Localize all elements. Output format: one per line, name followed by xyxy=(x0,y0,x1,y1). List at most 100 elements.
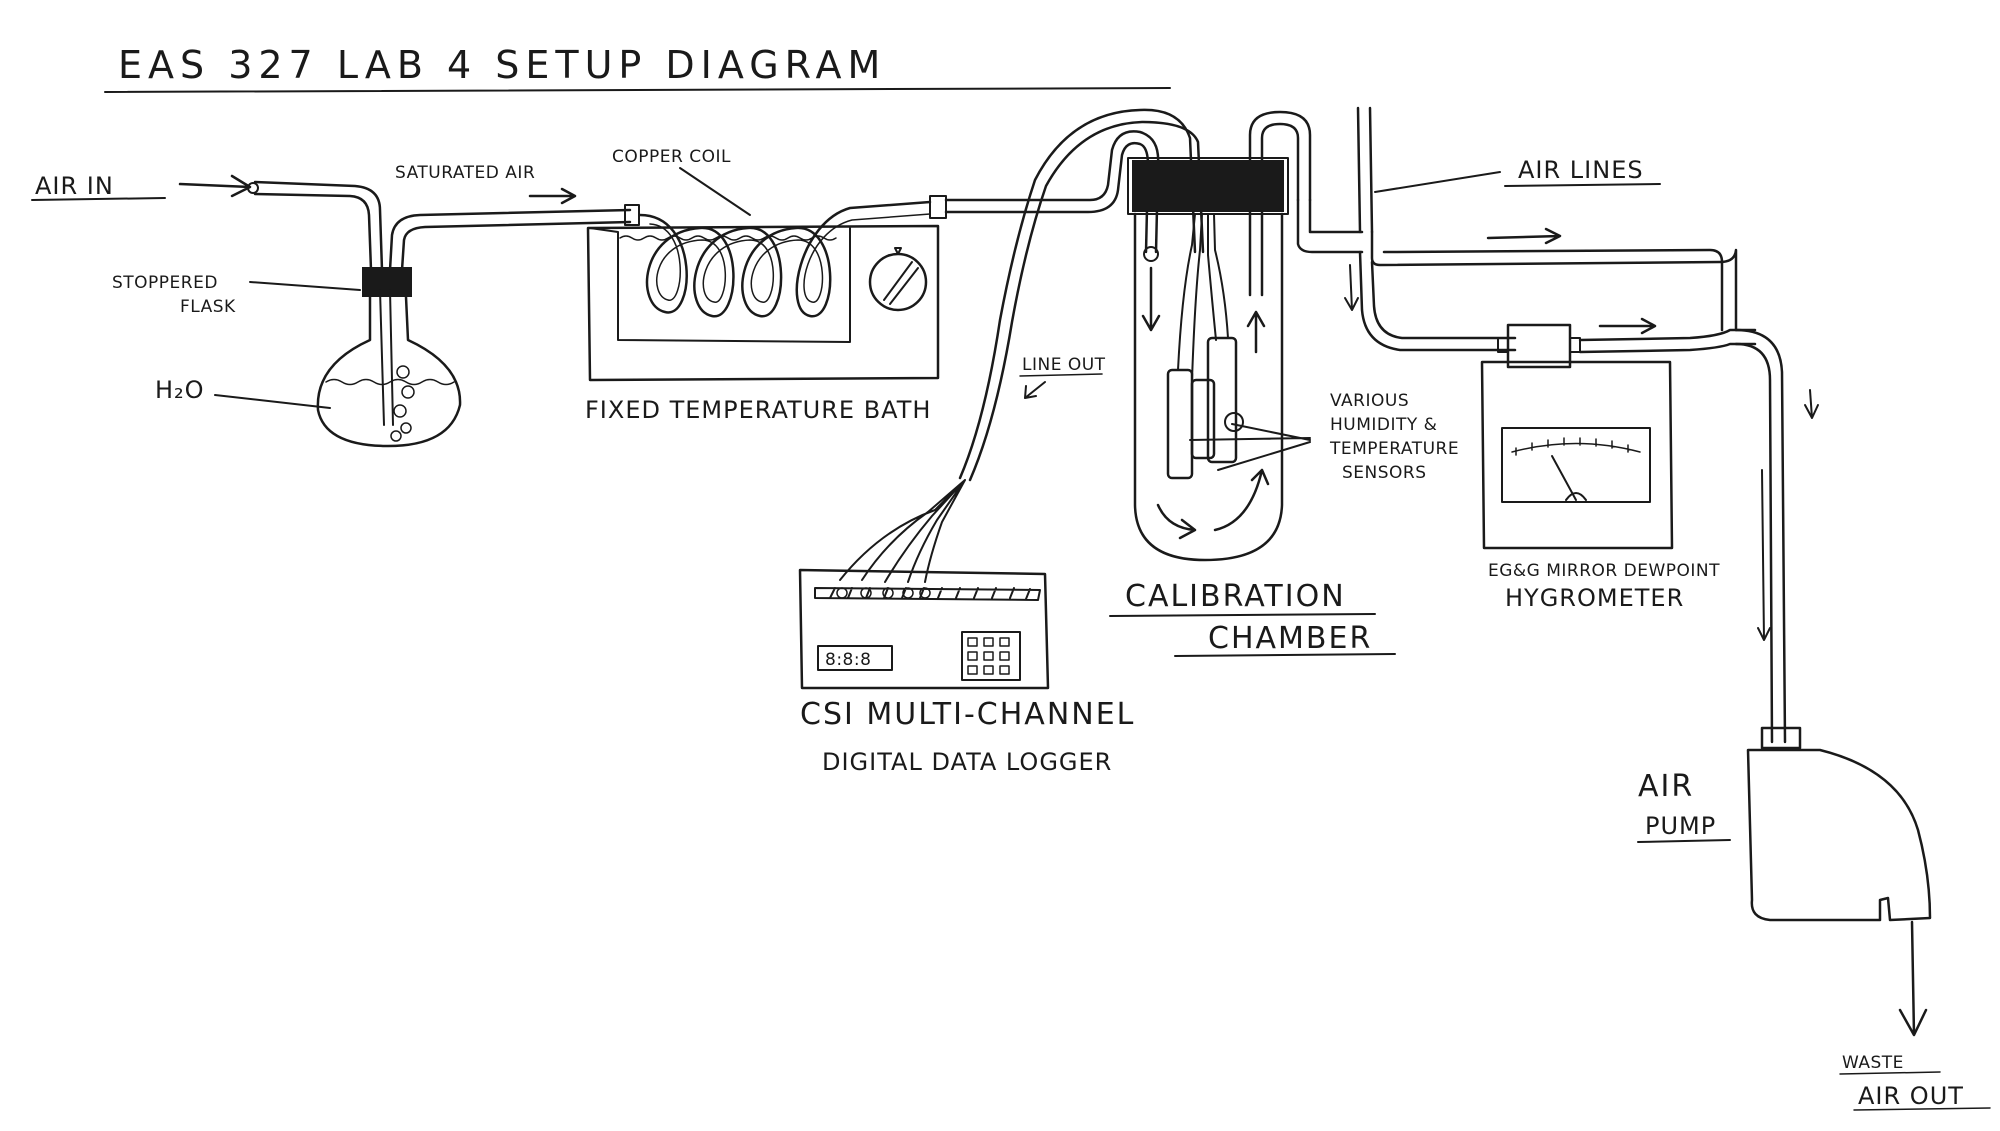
diagram-title: EAS 327 LAB 4 SETUP DIAGRAM xyxy=(118,43,886,87)
tube-down-to-hygrometer xyxy=(1358,250,1517,352)
label-stoppered-1: STOPPERED xyxy=(112,273,218,293)
label-air-pump-2: PUMP xyxy=(1645,812,1716,840)
label-waste-air-out-2: AIR OUT xyxy=(1858,1082,1964,1110)
logger-display xyxy=(817,645,893,671)
label-hygrometer-1: EG&G MIRROR DEWPOINT xyxy=(1488,561,1720,581)
downflow-arrow-1 xyxy=(1804,389,1819,419)
label-stoppered-2: FLASK xyxy=(180,297,236,317)
down-flow-arrow xyxy=(1344,264,1359,311)
hygrometer-fitting xyxy=(1506,323,1572,369)
hygrometer-meter-face xyxy=(1501,427,1651,503)
copper-coil-pointer xyxy=(679,167,751,216)
meter-pivot xyxy=(1565,492,1587,501)
flask-inlet-tube xyxy=(253,180,384,272)
sensor-leads xyxy=(1177,213,1229,381)
air-lines-underline xyxy=(1504,183,1661,187)
dial-indicator xyxy=(883,261,919,305)
copper-coil xyxy=(638,200,932,318)
saturated-air-arrow xyxy=(528,187,577,205)
chamber-outlet-tube xyxy=(1248,110,1312,297)
air-lines-flow-arrow xyxy=(1486,227,1562,245)
chamber-inlet-opening xyxy=(1143,246,1159,262)
air-lines-pointer xyxy=(1374,171,1501,193)
chamber-underline xyxy=(1174,653,1396,657)
keypad-key-9 xyxy=(999,665,1010,675)
bubble-3 xyxy=(393,404,407,418)
sensor-cable-arch xyxy=(958,108,1205,482)
label-calibration-chamber-1: CALIBRATION xyxy=(1125,579,1346,614)
stoppered-pointer xyxy=(249,281,361,291)
line-out-arrow xyxy=(1024,381,1046,399)
label-saturated-air: SATURATED AIR xyxy=(395,163,535,183)
logger-terminal-5 xyxy=(919,587,931,599)
label-fixed-temperature-bath: FIXED TEMPERATURE BATH xyxy=(585,396,931,424)
pump-body xyxy=(1746,748,1932,922)
bubble-5 xyxy=(390,430,402,442)
keypad-key-8 xyxy=(983,665,994,675)
sensor-probe-small xyxy=(1224,412,1244,432)
label-air-lines: AIR LINES xyxy=(1518,156,1644,184)
h2o-pointer xyxy=(214,394,331,409)
bubble-2 xyxy=(401,385,415,399)
label-data-logger-1: CSI MULTI-CHANNEL xyxy=(800,697,1135,732)
label-line-out: LINE OUT xyxy=(1022,355,1106,375)
logger-body xyxy=(798,568,1050,690)
air-in-underline xyxy=(31,197,166,201)
hygrometer-body xyxy=(1480,360,1674,550)
label-sensors-3: TEMPERATURE xyxy=(1329,439,1459,459)
return-flow-arrow xyxy=(1598,317,1657,335)
label-waste-air-out-1: WASTE xyxy=(1842,1053,1904,1073)
air-in-arrow xyxy=(178,174,252,198)
air-out-underline xyxy=(1853,1107,1991,1111)
keypad-key-2 xyxy=(983,637,994,647)
logger-display-digits: 8:8:8 xyxy=(825,650,871,670)
coupling-bath-out xyxy=(929,195,947,219)
keypad-key-5 xyxy=(983,651,994,661)
chamber-inflow-arrow xyxy=(1141,266,1161,332)
chamber-lid-outline xyxy=(1127,157,1289,215)
label-air-pump-1: AIR xyxy=(1638,769,1694,804)
bubble-4 xyxy=(400,422,412,434)
label-sensors-2: HUMIDITY & xyxy=(1330,415,1437,435)
inlet-opening xyxy=(247,182,259,194)
bath-water-line xyxy=(619,235,837,241)
sensor-probe-3 xyxy=(1206,336,1238,464)
tube-bath-to-chamber xyxy=(944,130,1160,254)
keypad-key-1 xyxy=(967,637,978,647)
tube-to-pump xyxy=(1734,328,1787,744)
flask-outlet-tube xyxy=(388,208,632,272)
line-out-underline xyxy=(1019,373,1103,377)
pump-inlet-collar xyxy=(1760,726,1802,750)
bubble-1 xyxy=(396,365,410,379)
logger-terminal-3 xyxy=(882,587,894,599)
downflow-arrow-2 xyxy=(1757,469,1771,641)
waste-air-arrow xyxy=(1898,920,1928,1037)
flask-dip-tube xyxy=(379,289,394,426)
label-data-logger-2: DIGITAL DATA LOGGER xyxy=(822,748,1112,776)
sensor-probe-2 xyxy=(1190,378,1216,460)
label-sensors-4: SENSORS xyxy=(1342,463,1427,483)
logger-terminal-1 xyxy=(836,587,848,599)
chamber-body xyxy=(1133,212,1284,562)
chamber-circulation-arrow-left xyxy=(1156,503,1197,540)
bath-inner-basin xyxy=(589,227,851,343)
chamber-lid xyxy=(1132,160,1284,212)
label-h2o: H₂O xyxy=(155,376,205,404)
tube-chamber-to-split xyxy=(1296,198,1364,254)
chamber-outflow-arrow xyxy=(1246,310,1266,354)
waste-underline xyxy=(1839,1071,1941,1075)
calibration-underline xyxy=(1109,613,1376,617)
keypad-key-4 xyxy=(967,651,978,661)
flask-body xyxy=(316,295,462,448)
flask-water-line xyxy=(325,378,455,386)
logger-terminal-strip xyxy=(814,587,1041,601)
meter-needle xyxy=(1551,455,1577,501)
copper-coil-inner xyxy=(649,213,931,303)
meter-scale xyxy=(1511,437,1641,456)
flask-stopper xyxy=(362,267,412,297)
keypad-key-7 xyxy=(967,665,978,675)
logger-keypad xyxy=(961,631,1021,681)
logger-terminal-2 xyxy=(860,587,872,599)
